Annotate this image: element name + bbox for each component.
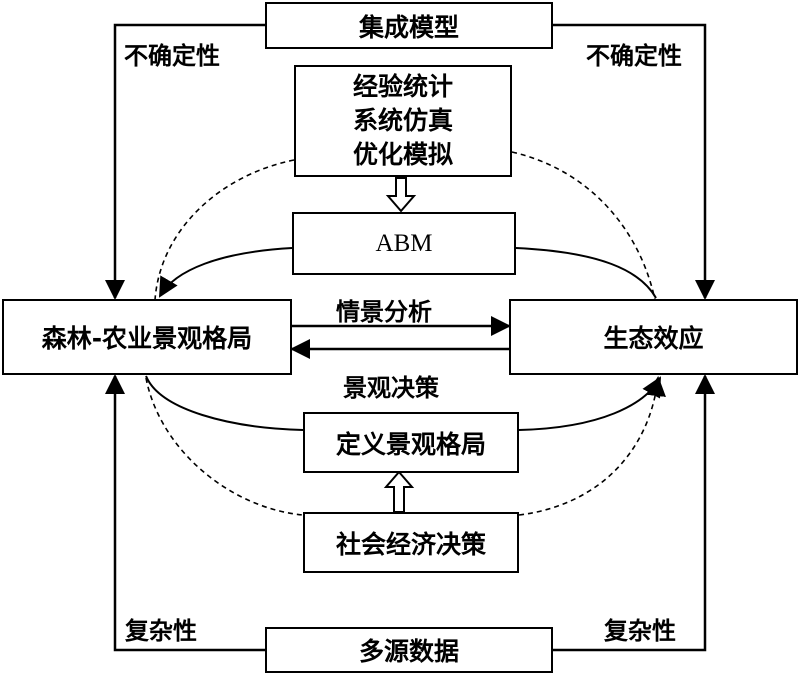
method-system-simulation: 系统仿真: [352, 106, 453, 135]
uncertainty-right-label: 不确定性: [586, 42, 682, 70]
solid-arc-abm-left: [158, 247, 293, 298]
socio-economic-decision-box: 社会经济决策: [303, 512, 519, 573]
uncertainty-right-arrow: [553, 23, 715, 300]
complexity-right-arrow: [553, 374, 715, 652]
uncertainty-left-arrow: [105, 23, 265, 300]
scenario-analysis-label: 情景分析: [336, 298, 432, 326]
landscape-decision-label: 景观决策: [343, 374, 439, 402]
abm-box: ABM: [292, 212, 516, 275]
method-optimization-simulation: 优化模拟: [352, 140, 453, 169]
integrated-model-box: 集成模型: [265, 2, 553, 49]
multi-source-data-box: 多源数据: [265, 627, 553, 673]
methods-box: 经验统计 系统仿真 优化模拟: [294, 65, 512, 177]
solid-arc-define-left: [145, 375, 304, 431]
solid-arc-define-right: [518, 376, 661, 431]
hollow-arrow-methods-to-abm: [385, 177, 417, 213]
dashed-arc-upper-left: [154, 159, 295, 301]
uncertainty-left-label: 不确定性: [124, 42, 220, 70]
solid-arc-abm-right: [515, 247, 657, 299]
hollow-arrow-socio-to-define: [383, 470, 415, 513]
dashed-arc-upper-right: [511, 151, 656, 301]
complexity-right-label: 复杂性: [604, 617, 676, 645]
landscape-pattern-box: 森林-农业景观格局: [2, 299, 292, 375]
dashed-arc-lower-right: [518, 376, 666, 516]
method-empirical-statistics: 经验统计: [352, 72, 453, 101]
complexity-left-arrow: [105, 374, 265, 652]
complexity-left-label: 复杂性: [125, 617, 197, 645]
define-landscape-pattern-box: 定义景观格局: [303, 412, 519, 473]
dashed-arc-lower-left: [145, 377, 304, 516]
ecological-effect-box: 生态效应: [509, 299, 798, 375]
